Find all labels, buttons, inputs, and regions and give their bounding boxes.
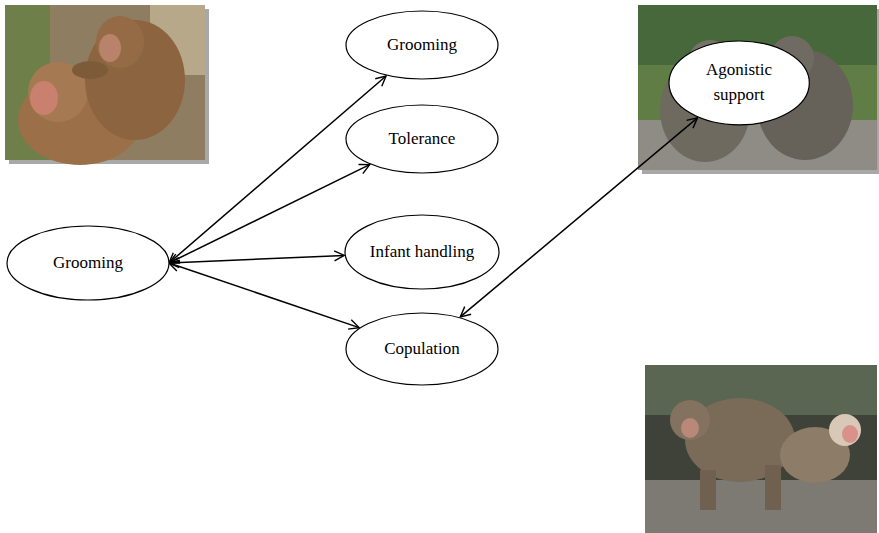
ellipse-node: Copulation [345,312,499,386]
ellipse-shape [346,105,498,173]
photo-grooming [5,5,209,165]
double-arrow [169,255,344,263]
node-text-holder: Copulation [384,337,460,362]
photo-copulation [645,365,877,533]
node-text-holder: Grooming [387,33,457,58]
node-text-holder: Tolerance [389,127,456,152]
double-arrow [169,263,359,328]
ellipse-node: Grooming [345,10,499,80]
node-text-holder: Grooming [53,251,123,276]
node-label: Infant handling [370,240,474,265]
ellipse-node: Infant handling [344,214,500,290]
ellipse-node: Tolerance [345,104,499,174]
node-label: Grooming [53,251,123,276]
double-arrow [169,165,370,263]
ellipse-shape [669,41,809,125]
node-text-holder: Infant handling [370,240,474,265]
ellipse-node: Agonistic support [668,40,810,126]
photo-tolerance [638,5,879,174]
node-label: Grooming [387,33,457,58]
ellipse-shape [7,226,169,300]
node-label: Tolerance [389,127,456,152]
node-text-holder: Agonistic support [694,58,784,107]
ellipse-shape [345,215,499,289]
ellipse-outline [668,40,810,126]
node-label: Agonistic support [694,58,784,107]
node-label: Copulation [384,337,460,362]
ellipse-shape [346,11,498,79]
ellipse-shape [346,313,498,385]
ellipse-node: Grooming [6,225,170,301]
